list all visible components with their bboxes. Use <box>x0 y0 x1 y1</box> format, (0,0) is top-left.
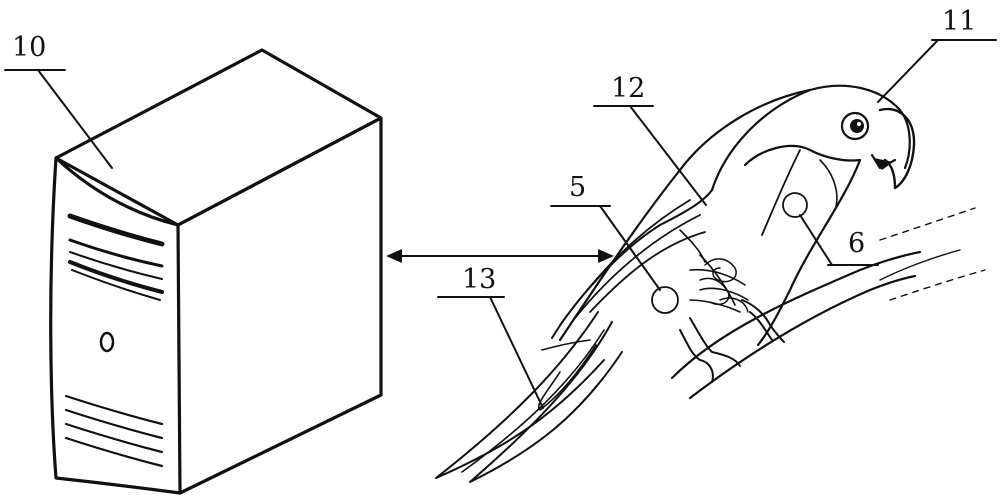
label-11: 11 <box>942 6 976 37</box>
label-10: 10 <box>12 32 46 63</box>
label-13: 13 <box>462 264 496 295</box>
label-6: 6 <box>848 228 865 259</box>
leader-line-10 <box>38 70 112 168</box>
leader-line-12 <box>630 106 706 205</box>
label-5: 5 <box>569 172 586 203</box>
leader-line-11 <box>878 40 938 102</box>
sensor-circle-5 <box>652 287 678 313</box>
sensor-circle-6 <box>783 193 807 217</box>
leader-line-13 <box>490 297 543 408</box>
leader-line-5 <box>600 206 660 290</box>
server-tower-icon <box>51 50 381 493</box>
double-arrow-icon <box>386 249 614 263</box>
label-12: 12 <box>611 73 645 104</box>
parrot-illustration <box>436 86 985 482</box>
